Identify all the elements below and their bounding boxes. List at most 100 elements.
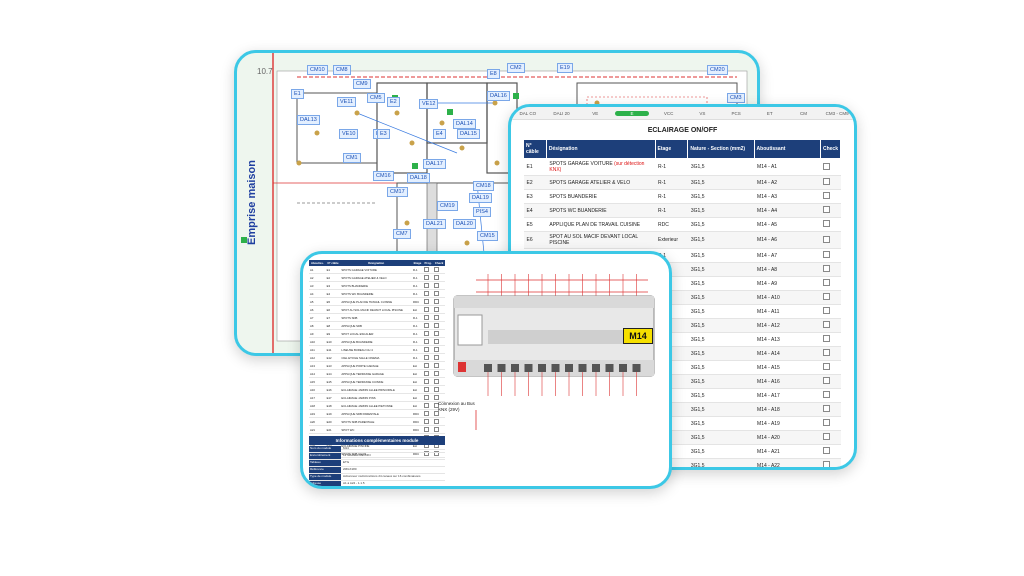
mini-checkbox[interactable] [423, 274, 429, 280]
mini-checkbox[interactable] [434, 290, 440, 296]
check-checkbox[interactable] [823, 293, 831, 300]
mini-checkbox[interactable] [423, 370, 429, 376]
mini-checkbox[interactable] [423, 418, 429, 424]
check-checkbox[interactable] [823, 162, 831, 170]
check-checkbox[interactable] [823, 461, 831, 467]
tab-dal-co[interactable]: DAL CO [519, 110, 537, 116]
check-checkbox[interactable] [823, 235, 831, 243]
mini-checkbox[interactable] [423, 338, 429, 344]
cell-etage-text: R-1 [658, 193, 667, 200]
mini-checkbox[interactable] [423, 298, 429, 304]
mini-checkbox[interactable] [434, 338, 440, 344]
check-checkbox[interactable] [823, 220, 831, 227]
mini-checkbox[interactable] [434, 402, 440, 408]
mini-checkbox[interactable] [423, 402, 429, 408]
check-checkbox[interactable] [823, 377, 831, 384]
check-checkbox[interactable] [823, 349, 831, 356]
check-checkbox[interactable] [823, 363, 831, 370]
mini-checkbox[interactable] [434, 314, 440, 320]
mini-checkbox[interactable] [434, 378, 440, 384]
mini-checkbox[interactable] [434, 386, 440, 392]
tab-e[interactable]: E [615, 110, 649, 116]
check-checkbox[interactable] [823, 447, 831, 454]
mini-cell: RDC [412, 417, 423, 426]
mini-checkbox[interactable] [423, 290, 429, 296]
mini-checkbox[interactable] [423, 410, 429, 416]
check-checkbox[interactable] [823, 251, 831, 258]
cell-aboutissant-text: M14 - A10 [757, 294, 780, 301]
mini-cell: E16 [325, 385, 341, 394]
mini-checkbox[interactable] [423, 450, 429, 456]
mini-checkbox[interactable] [423, 394, 429, 400]
mini-checkbox[interactable] [434, 306, 440, 312]
mini-check-cell [422, 353, 434, 362]
mini-checkbox[interactable] [423, 306, 429, 312]
mini-checkbox[interactable] [423, 354, 429, 360]
mini-checkbox[interactable] [423, 314, 429, 320]
mini-cell: Ext [412, 377, 423, 386]
cell-section-text: 3G1,5 [690, 252, 705, 259]
mini-checkbox[interactable] [434, 282, 440, 288]
check-checkbox[interactable] [823, 433, 831, 440]
mini-cell: E6 [325, 305, 341, 314]
mini-cell: A12 [309, 353, 326, 362]
mini-checkbox[interactable] [434, 418, 440, 424]
cell-etage-text: R-1 [658, 207, 667, 214]
mini-checkbox[interactable] [434, 330, 440, 336]
info-key: Nom du module [309, 446, 341, 452]
check-checkbox[interactable] [823, 279, 831, 286]
cell-designation-text: SPOTS GARAGE VOITURE [549, 161, 613, 167]
mini-checkbox[interactable] [434, 274, 440, 280]
mini-checkbox[interactable] [423, 362, 429, 368]
mini-checkbox[interactable] [423, 282, 429, 288]
tab-dali[interactable]: DALI 20 [553, 110, 570, 116]
mini-checkbox[interactable] [434, 322, 440, 328]
mini-checkbox[interactable] [423, 346, 429, 352]
cell-aboutissant-text: M14 - A13 [757, 336, 780, 343]
mini-checkbox[interactable] [423, 322, 429, 328]
mini-check-cell [433, 425, 445, 434]
mini-cell: RDC [412, 297, 423, 306]
mini-checkbox[interactable] [434, 362, 440, 368]
mini-checkbox[interactable] [434, 370, 440, 376]
mini-cell: A13 [309, 361, 326, 370]
check-checkbox[interactable] [823, 307, 831, 314]
mini-cell: R-1 [412, 353, 423, 362]
check-checkbox[interactable] [823, 419, 831, 426]
check-checkbox[interactable] [823, 405, 831, 412]
mini-cell: RDC [412, 409, 423, 418]
cell-check [820, 332, 841, 347]
mini-checkbox[interactable] [423, 266, 429, 272]
check-checkbox[interactable] [823, 335, 831, 342]
mini-cell: ECLAIRAGE JARDIN ALLEE PRINCIPALE [340, 385, 413, 394]
mini-checkbox[interactable] [423, 426, 429, 432]
tab-cm[interactable]: CM [799, 110, 807, 116]
check-checkbox[interactable] [823, 265, 831, 272]
mini-cell: E8 [325, 321, 341, 330]
mini-checkbox[interactable] [434, 426, 440, 432]
mini-checkbox[interactable] [434, 410, 440, 416]
mini-checkbox[interactable] [434, 354, 440, 360]
mini-checkbox[interactable] [423, 330, 429, 336]
mini-check-cell [433, 377, 445, 386]
mini-checkbox[interactable] [434, 346, 440, 352]
tab-vcc[interactable]: VCC [663, 110, 674, 116]
tab-ve[interactable]: VE [592, 110, 599, 116]
tab-pcs[interactable]: PCS [731, 110, 741, 116]
cell-cable-text: E3 [526, 193, 533, 200]
tab-cm3[interactable]: CM3 - CM9 [825, 110, 849, 116]
cell-aboutissant-text: M14 - A2 [757, 179, 778, 186]
check-checkbox[interactable] [823, 192, 831, 199]
mini-checkbox[interactable] [434, 266, 440, 272]
mini-checkbox[interactable] [434, 298, 440, 304]
check-checkbox[interactable] [823, 391, 831, 398]
mini-checkbox[interactable] [434, 450, 440, 456]
mini-checkbox[interactable] [423, 386, 429, 392]
mini-checkbox[interactable] [434, 394, 440, 400]
mini-checkbox[interactable] [423, 378, 429, 384]
tab-et[interactable]: ET [766, 110, 773, 116]
check-checkbox[interactable] [823, 206, 831, 213]
check-checkbox[interactable] [823, 321, 831, 328]
tab-vs[interactable]: VS [699, 110, 706, 116]
check-checkbox[interactable] [823, 178, 831, 185]
